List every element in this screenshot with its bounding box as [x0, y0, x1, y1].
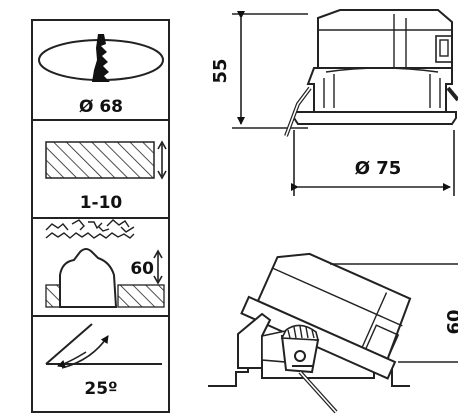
height-label: 55	[210, 58, 231, 83]
diameter-dimension: Ø 75	[291, 130, 455, 196]
height-dimension: 55	[210, 11, 308, 129]
diameter-label: Ø 75	[355, 158, 402, 179]
tilted-height-dimension: 60	[330, 263, 458, 363]
cutout-label: Ø 68	[79, 97, 123, 117]
tilt-angle-icon	[45, 323, 162, 369]
tilt-angle-label: 25º	[84, 379, 117, 399]
ceiling-thickness-icon	[45, 140, 167, 180]
ceiling-thickness-label: 1-10	[80, 193, 123, 213]
downlight-tilted-view	[208, 252, 412, 414]
recess-depth-label: 60	[130, 259, 154, 279]
tilted-height-label: 60	[444, 309, 458, 334]
spec-table: Ø 68 1-10 60 25º	[31, 19, 170, 413]
cutout-icon	[38, 34, 164, 82]
recess-depth-icon	[45, 219, 165, 308]
downlight-side-view	[284, 9, 458, 137]
